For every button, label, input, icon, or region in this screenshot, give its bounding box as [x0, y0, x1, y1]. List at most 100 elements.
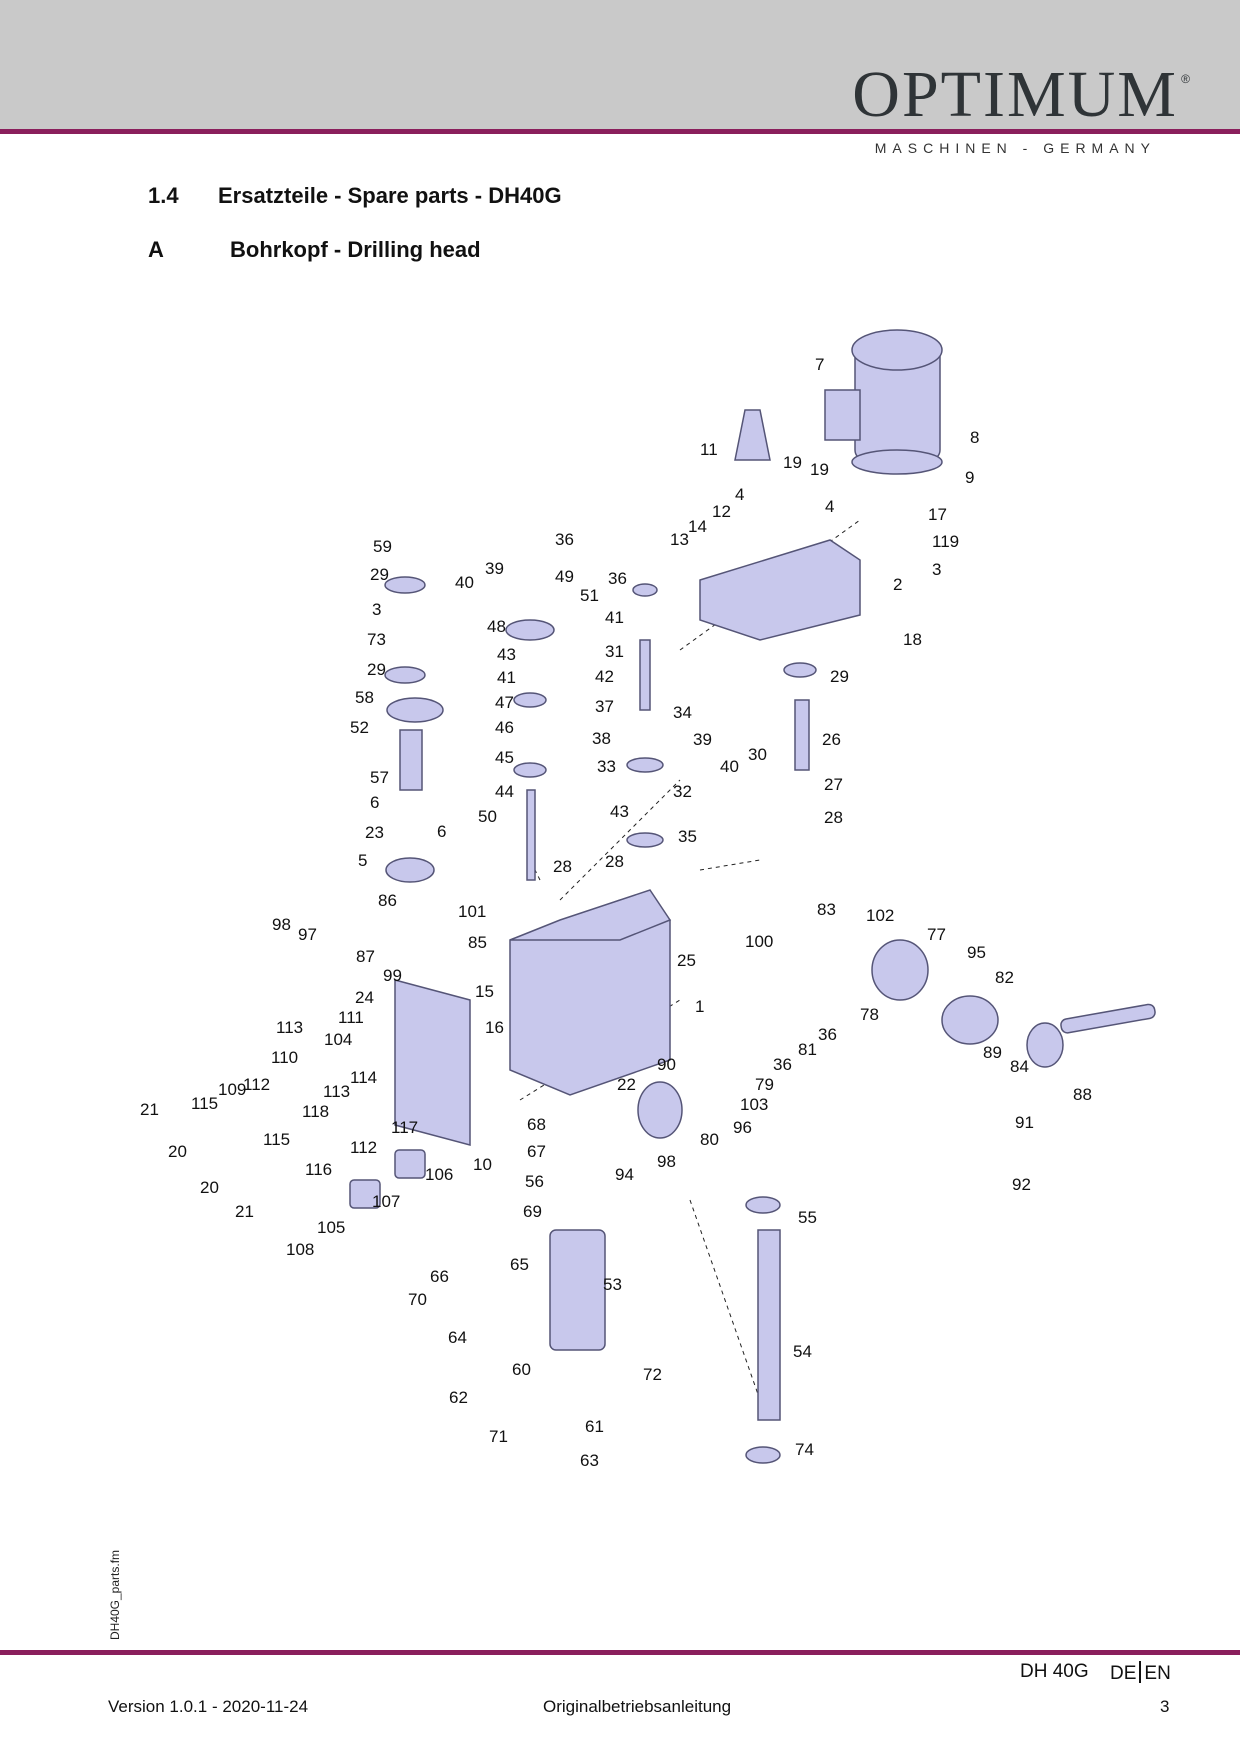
brand-logo: OPTIMUM — [852, 58, 1178, 131]
part-number-label: 41 — [497, 668, 516, 687]
part-number-label: 29 — [830, 667, 849, 686]
lang-de: DE — [1110, 1663, 1137, 1684]
part-number-label: 57 — [370, 768, 389, 787]
part-number-label: 83 — [817, 900, 836, 919]
part-number-label: 4 — [735, 485, 744, 504]
part-number-label: 113 — [323, 1082, 350, 1101]
part-number-label: 71 — [489, 1427, 508, 1446]
part-number-label: 64 — [448, 1328, 467, 1347]
part-number-label: 106 — [425, 1165, 453, 1184]
part-number-label: 22 — [617, 1075, 636, 1094]
part-number-label: 18 — [903, 630, 922, 649]
part-number-label: 110 — [271, 1048, 298, 1067]
part-number-label: 112 — [243, 1075, 270, 1094]
subsection-letter: A — [148, 237, 164, 262]
part-number-label: 49 — [555, 567, 574, 586]
part-number-label: 50 — [478, 807, 497, 826]
part-number-label: 53 — [603, 1275, 622, 1294]
part-number-label: 116 — [305, 1160, 332, 1179]
header-band — [0, 0, 1240, 130]
part-number-label: 115 — [263, 1130, 290, 1149]
part-number-label: 39 — [485, 559, 504, 578]
part-number-label: 66 — [430, 1267, 449, 1286]
part-number-label: 6 — [370, 793, 379, 812]
part-number-label: 115 — [191, 1094, 218, 1113]
part-number-label: 114 — [350, 1068, 377, 1087]
diagram-leaders — [519, 519, 861, 1401]
part-number-label: 8 — [970, 428, 979, 447]
part-number-label: 97 — [298, 925, 317, 944]
part-number-label: 40 — [455, 573, 474, 592]
part-number-label: 47 — [495, 693, 514, 712]
part-number-label: 16 — [485, 1018, 504, 1037]
part-number-label: 108 — [286, 1240, 314, 1259]
part-number-label: 86 — [378, 891, 397, 910]
part-number-label: 19 — [783, 453, 802, 472]
part-number-label: 24 — [355, 988, 374, 1007]
footer-rule — [0, 1650, 1240, 1655]
part-number-label: 89 — [983, 1043, 1002, 1062]
part-number-label: 77 — [927, 925, 946, 944]
part-number-label: 56 — [525, 1172, 544, 1191]
part-number-label: 14 — [688, 517, 707, 536]
part-number-label: 11 — [700, 440, 718, 459]
part-number-label: 38 — [592, 729, 611, 748]
part-number-label: 87 — [356, 947, 375, 966]
part-number-label: 109 — [218, 1080, 246, 1099]
part-number-label: 65 — [510, 1255, 529, 1274]
part-number-label: 1 — [695, 997, 704, 1016]
part-number-label: 90 — [657, 1055, 676, 1074]
part-number-label: 117 — [391, 1118, 418, 1137]
part-number-label: 62 — [449, 1388, 468, 1407]
footer-version: Version 1.0.1 - 2020-11-24 — [108, 1697, 309, 1716]
footer-document-title: Originalbetriebsanleitung — [543, 1697, 732, 1716]
part-number-label: 104 — [324, 1030, 352, 1049]
part-number-label: 70 — [408, 1290, 427, 1309]
part-number-label: 80 — [700, 1130, 719, 1149]
part-number-label: 103 — [740, 1095, 768, 1114]
part-number-label: 36 — [555, 530, 574, 549]
part-number-label: 98 — [657, 1152, 676, 1171]
header-rule — [0, 129, 1240, 134]
part-number-label: 100 — [745, 932, 773, 951]
part-number-label: 112 — [350, 1138, 377, 1157]
part-number-label: 60 — [512, 1360, 531, 1379]
part-number-label: 33 — [597, 757, 616, 776]
part-number-label: 72 — [643, 1365, 662, 1384]
part-number-label: 40 — [720, 757, 739, 776]
part-number-label: 46 — [495, 718, 514, 737]
part-number-label: 15 — [475, 982, 494, 1001]
part-number-label: 96 — [733, 1118, 752, 1137]
part-number-label: 84 — [1010, 1057, 1029, 1076]
part-number-label: 61 — [585, 1417, 604, 1436]
part-number-label: 118 — [302, 1102, 329, 1121]
part-number-label: 5 — [358, 851, 367, 870]
part-number-label: 21 — [235, 1202, 254, 1221]
part-number-label: 99 — [383, 966, 402, 985]
part-number-label: 102 — [866, 906, 894, 925]
part-number-label: 35 — [678, 827, 697, 846]
part-number-label: 101 — [458, 902, 486, 921]
brand-tagline: MASCHINEN - GERMANY — [874, 140, 1156, 156]
part-number-label: 28 — [824, 808, 843, 827]
part-number-label: 67 — [527, 1142, 546, 1161]
part-number-label: 55 — [798, 1208, 817, 1227]
part-number-label: 91 — [1015, 1113, 1034, 1132]
part-number-label: 6 — [437, 822, 446, 841]
part-number-label: 32 — [673, 782, 692, 801]
part-number-label: 45 — [495, 748, 514, 767]
part-number-label: 63 — [580, 1451, 599, 1470]
part-number-label: 52 — [350, 718, 369, 737]
part-number-label: 58 — [355, 688, 374, 707]
part-number-label: 9 — [965, 468, 974, 487]
part-number-label: 20 — [168, 1142, 187, 1161]
source-file-label: DH40G_parts.fm — [108, 1549, 122, 1640]
part-number-label: 34 — [673, 703, 692, 722]
part-number-label: 119 — [932, 532, 959, 551]
part-number-label: 17 — [928, 505, 947, 524]
part-number-label: 85 — [468, 933, 487, 952]
section-number: 1.4 — [148, 183, 179, 208]
